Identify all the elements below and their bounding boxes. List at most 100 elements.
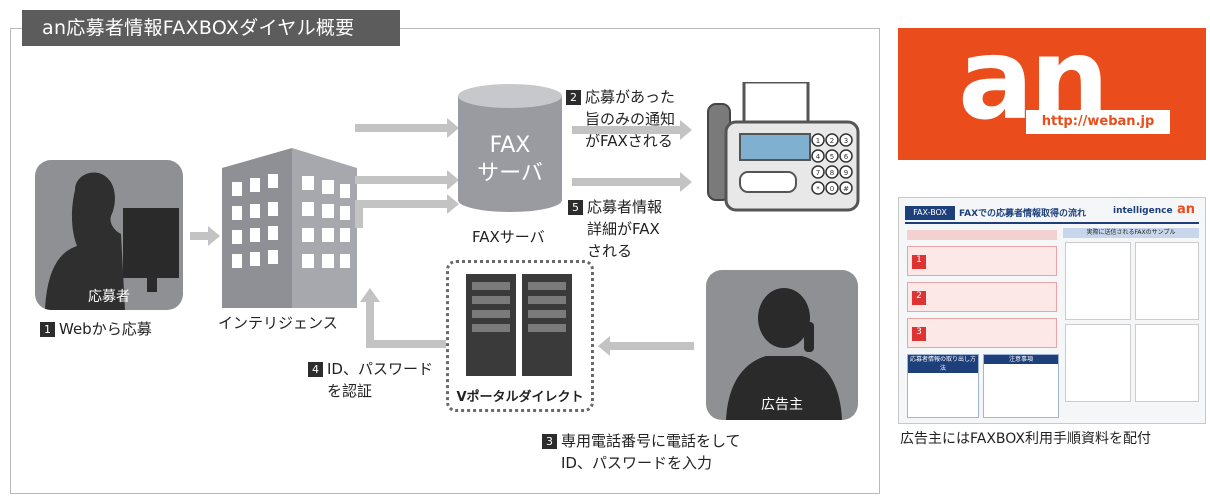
fax-key-label: 3	[844, 137, 848, 145]
doc-step-3: 3	[907, 318, 1057, 348]
fax-key	[839, 165, 853, 179]
doc-step-1-num: 1	[912, 255, 926, 269]
step2-line3: がFAXされる	[585, 132, 673, 150]
doc-sample-page-3	[1065, 324, 1131, 402]
doc-sample-page-4	[1135, 324, 1199, 402]
advertiser-label: 広告主	[761, 397, 803, 413]
doc-step-2-num: 2	[912, 291, 926, 305]
fax-key-label: 1	[816, 137, 820, 145]
doc-header-tag: FAX-BOX	[905, 206, 955, 220]
doc-brand-mark: an	[1177, 202, 1196, 217]
applicant-label: 応募者	[88, 289, 130, 305]
doc-notes-left-title: 応募者情報の取り出し方法	[908, 355, 978, 373]
arrow-fax-to-machine-2	[572, 172, 692, 192]
step1-number: 1	[40, 322, 55, 337]
fax-key	[839, 181, 853, 195]
step5-line3: される	[587, 242, 633, 260]
step5-line2: 詳細がFAX	[587, 220, 660, 238]
doc-header-title: FAXでの応募者情報取得の流れ	[959, 209, 1087, 219]
applicant-silhouette-icon	[45, 172, 179, 310]
fax-key	[825, 181, 839, 195]
step4-line2: を認証	[327, 382, 373, 400]
fax-key-label: 6	[844, 153, 849, 161]
doc-sample-page-2	[1135, 242, 1199, 320]
step2-line1: 応募があった	[585, 88, 676, 106]
doc-step-1: 1	[907, 246, 1057, 276]
fax-key	[839, 133, 853, 147]
doc-red-banner	[907, 230, 1057, 240]
fax-key	[811, 149, 825, 163]
arrow-connector	[355, 200, 363, 228]
doc-notes-right: 注意事項	[983, 354, 1059, 418]
fax-machine-icon: 1 2 3 4 5 6 7 8 9 * 0 #	[707, 82, 860, 212]
arrow-advertiser-to-vportal	[598, 336, 694, 356]
step1-caption: 1 Webから応募	[40, 318, 152, 340]
step2-caption: 2 応募があった 旨のみの通知 がFAXされる	[566, 86, 675, 152]
arrow-fax-to-machine-1	[572, 120, 692, 140]
right-caption: 広告主にはFAXBOX利用手順資料を配付	[900, 431, 1152, 447]
fax-server-icon	[458, 84, 562, 212]
diagram-frame	[10, 28, 880, 494]
fax-key-label: 0	[830, 185, 834, 193]
arrow-return-vertical	[366, 300, 374, 348]
server-rack-icon	[466, 274, 572, 376]
step3-number: 3	[542, 434, 557, 449]
fax-server-line2: サーバ	[477, 161, 543, 186]
fax-server-line1: FAX	[489, 133, 531, 158]
step5-line1: 応募者情報	[587, 198, 663, 216]
advertiser-silhouette-icon	[726, 288, 842, 420]
fax-key	[825, 149, 839, 163]
doc-notes-left: 応募者情報の取り出し方法	[907, 354, 979, 418]
diagram-title: an応募者情報FAXBOXダイヤル概要	[22, 10, 400, 46]
vportal-label: Vポータルダイレクト	[456, 390, 584, 405]
arrow-applicant-to-intelligence	[190, 226, 220, 246]
step4-caption: 4 ID、パスワード を認証	[308, 358, 433, 402]
fax-key-label: #	[843, 185, 849, 193]
doc-step-3-num: 3	[912, 327, 926, 341]
doc-sample-page-1	[1065, 242, 1131, 320]
fax-key	[839, 149, 853, 163]
step1-text: Webから応募	[59, 320, 152, 338]
doc-notes-right-title: 注意事項	[984, 355, 1058, 364]
doc-brand: intelligence	[1113, 206, 1173, 216]
step4-line1: ID、パスワード	[327, 360, 433, 378]
advertiser-tile: 広告主	[706, 270, 858, 420]
arrow-intelligence-to-fax-3	[355, 194, 459, 214]
step3-caption: 3 専用電話番号に電話をして ID、パスワードを入力	[542, 430, 741, 474]
fax-server-caption: FAXサーバ	[472, 228, 545, 246]
fax-key	[825, 165, 839, 179]
step5-number: 5	[568, 200, 583, 215]
fax-key	[811, 133, 825, 147]
fax-key-label: 7	[816, 169, 820, 177]
vportal-box	[446, 260, 594, 412]
arrow-return-head	[360, 288, 380, 302]
arrow-return-horizontal	[366, 340, 446, 348]
doc-step-2: 2	[907, 282, 1057, 312]
fax-key	[811, 181, 825, 195]
faxbox-document-thumbnail: FAX-BOX FAXでの応募者情報取得の流れ intelligence an …	[898, 197, 1206, 424]
fax-key	[825, 133, 839, 147]
fax-key-label: 8	[830, 169, 834, 177]
fax-key-label: 5	[830, 153, 834, 161]
step2-number: 2	[566, 90, 581, 105]
fax-server-text: FAX サーバ	[456, 132, 564, 188]
an-logo: an	[898, 28, 1206, 160]
fax-key-label: 9	[844, 169, 848, 177]
fax-key-label: 4	[816, 153, 821, 161]
an-logo-url: http://weban.jp	[1026, 110, 1170, 134]
step5-caption: 5 応募者情報 詳細がFAX される	[568, 196, 662, 262]
fax-key	[811, 165, 825, 179]
step2-line2: 旨のみの通知	[585, 110, 676, 128]
doc-header-rule	[905, 222, 1199, 224]
fax-key-label: 2	[830, 137, 834, 145]
step4-number: 4	[308, 362, 323, 377]
fax-key-label: *	[816, 185, 820, 193]
arrow-intelligence-to-fax-2	[355, 170, 459, 190]
arrow-intelligence-to-fax-1	[355, 118, 459, 138]
building-icon	[222, 148, 357, 308]
doc-sample-title: 実際に送信されるFAXのサンプル	[1063, 228, 1199, 238]
applicant-tile: 応募者	[35, 160, 183, 310]
step3-line2: ID、パスワードを入力	[561, 454, 712, 472]
step3-line1: 専用電話番号に電話をして	[561, 432, 741, 450]
intelligence-label: インテリジェンス	[218, 314, 338, 332]
